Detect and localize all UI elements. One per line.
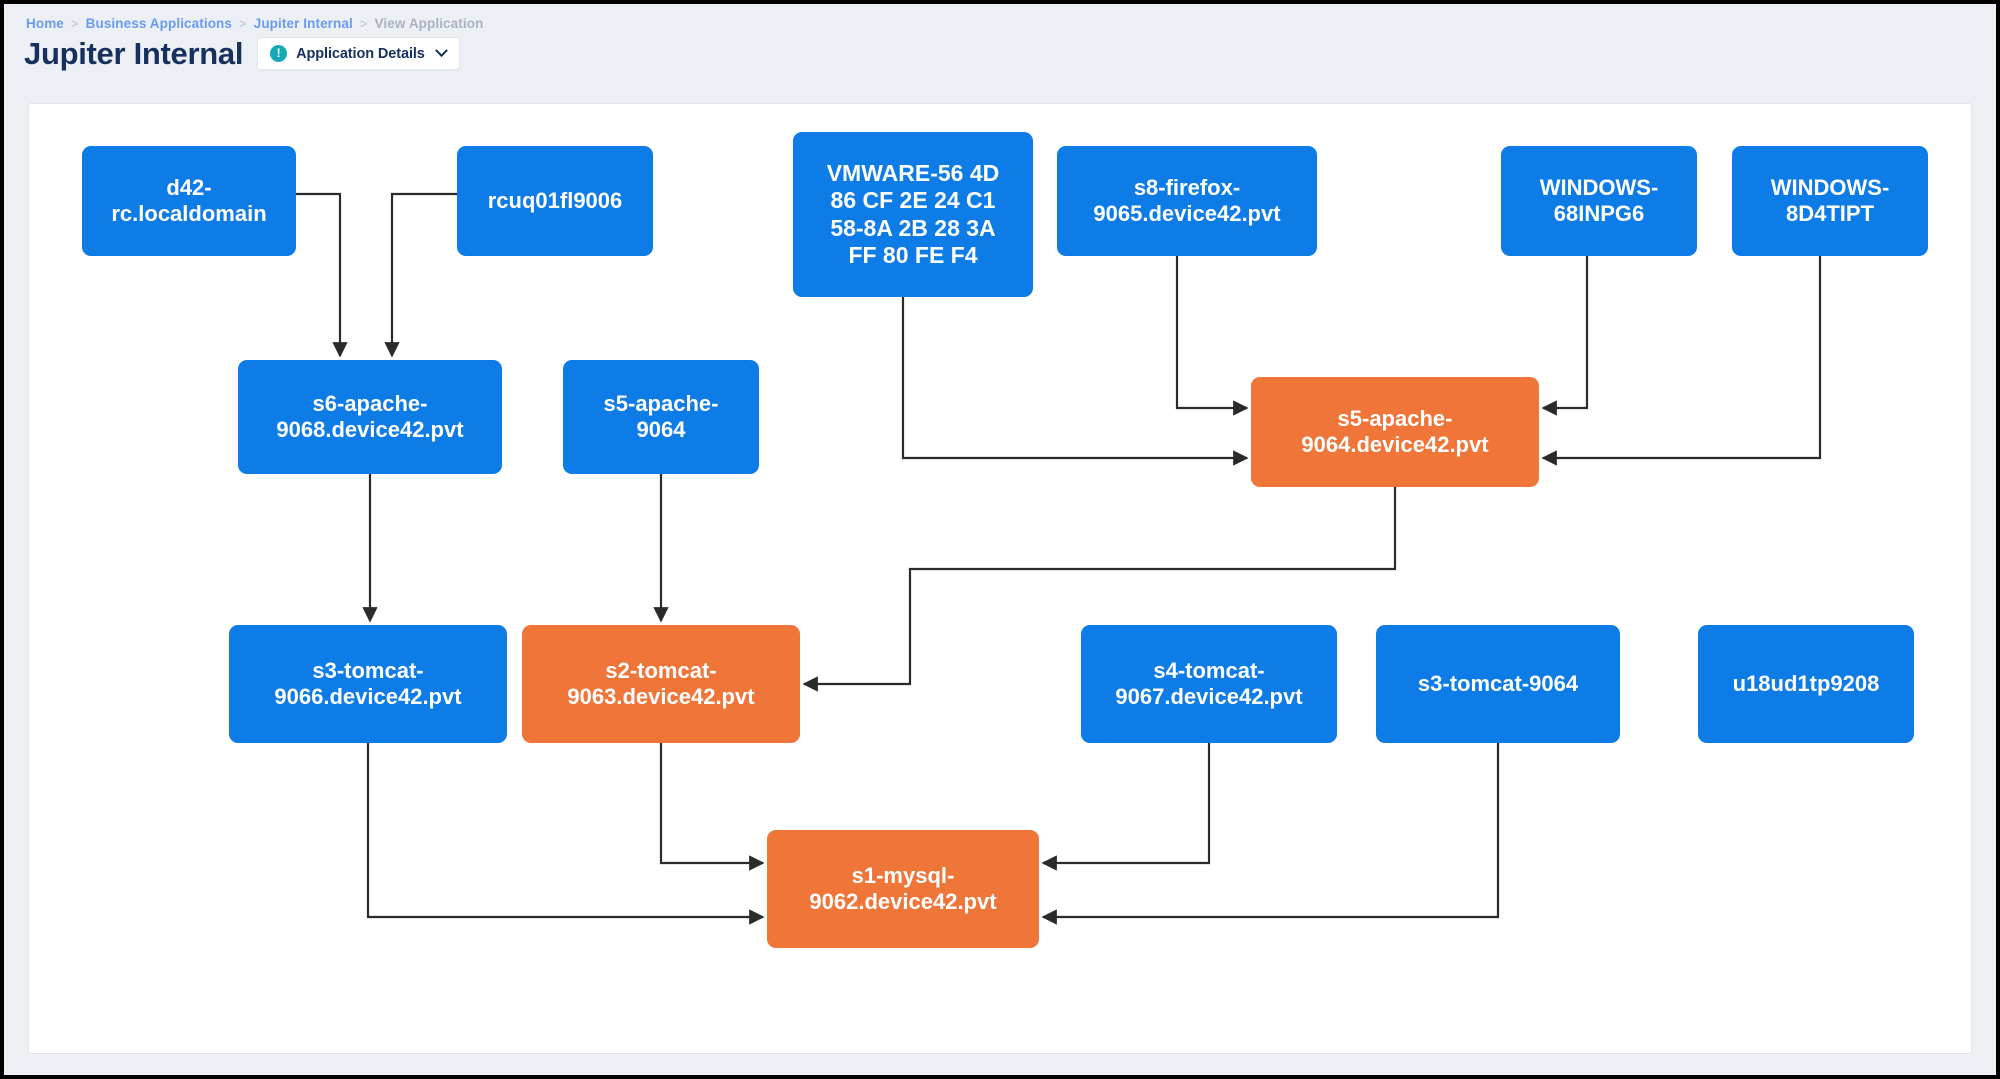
edge-s3tomcat9064-to-s1mysql xyxy=(1041,743,1500,925)
edge-rcuq-to-s6apache xyxy=(384,192,457,358)
diagram-node-win68[interactable]: WINDOWS- 68INPG6 xyxy=(1501,146,1697,256)
page-title: Jupiter Internal xyxy=(24,36,244,71)
diagram-node-d42rc[interactable]: d42- rc.localdomain xyxy=(82,146,296,256)
chevron-down-icon xyxy=(434,44,448,58)
application-window: Home > Business Applications > Jupiter Inter… xyxy=(4,4,1996,1075)
diagram-node-win8d4[interactable]: WINDOWS- 8D4TIPT xyxy=(1732,146,1928,256)
diagram-node-rcuq[interactable]: rcuq01fl9006 xyxy=(457,146,653,256)
diagram-node-s5apache[interactable]: s5-apache- 9064 xyxy=(563,360,759,474)
diagram-node-s6apache[interactable]: s6-apache- 9068.device42.pvt xyxy=(238,360,502,474)
diagram-node-s3tomcat9066[interactable]: s3-tomcat- 9066.device42.pvt xyxy=(229,625,507,743)
edge-s2tomcat-to-s1mysql xyxy=(659,743,765,871)
edge-windows68inpg6-to-s5apache-orange xyxy=(1541,256,1589,416)
breadcrumb-item-view-application: View Application xyxy=(374,16,484,31)
diagram-node-vmware[interactable]: VMWARE-56 4D 86 CF 2E 24 C1 58-8A 2B 28 … xyxy=(793,132,1033,297)
edge-s3tomcat9066-to-s1mysql xyxy=(366,743,765,925)
page-header: Jupiter Internal ! Application Details xyxy=(24,37,460,70)
edge-s5apache-orange-to-s2tomcat xyxy=(802,487,1397,692)
breadcrumb: Home > Business Applications > Jupiter Inter… xyxy=(26,16,483,31)
breadcrumb-item-jupiter-internal[interactable]: Jupiter Internal xyxy=(253,16,353,31)
application-details-label: Application Details xyxy=(296,45,425,62)
diagram-node-u18ud[interactable]: u18ud1tp9208 xyxy=(1698,625,1914,743)
diagram-node-s3tomcat9064[interactable]: s3-tomcat-9064 xyxy=(1376,625,1620,743)
breadcrumb-item-business-applications[interactable]: Business Applications xyxy=(85,16,233,31)
diagram-node-s1mysql[interactable]: s1-mysql- 9062.device42.pvt xyxy=(767,830,1039,948)
edge-s4tomcat-to-s1mysql xyxy=(1041,743,1211,871)
breadcrumb-separator: > xyxy=(239,16,247,31)
diagram-node-s8firefox[interactable]: s8-firefox- 9065.device42.pvt xyxy=(1057,146,1317,256)
breadcrumb-item-home[interactable]: Home xyxy=(26,16,64,31)
diagram-canvas[interactable]: d42- rc.localdomain rcuq01fl9006 VMWARE-56… xyxy=(28,103,1972,1054)
diagram-node-s2tomcat[interactable]: s2-tomcat- 9063.device42.pvt xyxy=(522,625,800,743)
edge-vmware-to-s5apache-orange xyxy=(901,297,1249,466)
diagram-node-s4tomcat[interactable]: s4-tomcat- 9067.device42.pvt xyxy=(1081,625,1337,743)
edge-windows8d4tipt-to-s5apache-orange xyxy=(1541,256,1822,466)
application-details-button[interactable]: ! Application Details xyxy=(257,37,460,70)
breadcrumb-separator: > xyxy=(70,16,79,31)
edge-d42rc-to-s6apache xyxy=(296,192,348,358)
edge-s8firefox-to-s5apache-orange xyxy=(1175,256,1249,416)
breadcrumb-separator: > xyxy=(359,16,368,31)
info-circle-icon: ! xyxy=(270,45,288,62)
diagram-node-s5apacheorng[interactable]: s5-apache- 9064.device42.pvt xyxy=(1251,377,1539,487)
diagram-edges-layer xyxy=(296,192,1822,925)
